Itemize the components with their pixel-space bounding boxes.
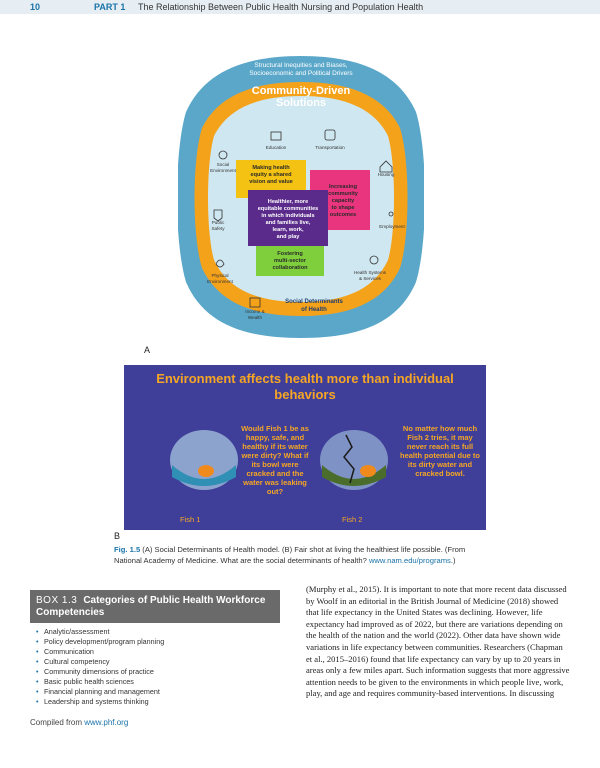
figure-label-b: B bbox=[114, 531, 121, 541]
svg-text:equitable communities: equitable communities bbox=[258, 206, 319, 212]
det-employment: Employment bbox=[379, 224, 405, 229]
fish1-label: Fish 1 bbox=[180, 515, 201, 524]
svg-text:Increasing: Increasing bbox=[329, 184, 358, 190]
caption-link[interactable]: www.nam.edu/programs bbox=[368, 556, 451, 565]
physical-env-icon bbox=[215, 259, 225, 268]
svg-text:Making health: Making health bbox=[252, 165, 290, 171]
svg-text:learn, work,: learn, work, bbox=[272, 227, 304, 233]
svg-text:Healthier, more: Healthier, more bbox=[268, 199, 308, 205]
fish2-label: Fish 2 bbox=[342, 515, 363, 524]
svg-text:multi-sector: multi-sector bbox=[274, 258, 307, 264]
source-link[interactable]: www.phf.org bbox=[84, 718, 129, 727]
banner-line-1: Community-Driven bbox=[252, 85, 351, 97]
center-label-2: of Health bbox=[301, 307, 327, 313]
part-label: PART 1 bbox=[94, 2, 126, 12]
det-social: Social bbox=[217, 162, 230, 167]
sdoh-model-figure: Structural Inequities and Biases, Socioe… bbox=[178, 56, 424, 338]
box-number: BOX 1.3 bbox=[36, 595, 78, 606]
fish1-text: Would Fish 1 be as happy, safe, and heal… bbox=[241, 424, 309, 496]
svg-text:and play: and play bbox=[277, 234, 301, 240]
list-item: Analytic/assessment bbox=[36, 627, 280, 637]
outer-ring-label-1: Structural Inequities and Biases, bbox=[254, 62, 347, 69]
caption-fig-number: Fig. 1.5 bbox=[114, 545, 141, 554]
fish1-icon bbox=[198, 465, 214, 477]
svg-text:Environment: Environment bbox=[207, 279, 234, 284]
employment-icon bbox=[388, 211, 394, 217]
svg-text:Environment: Environment bbox=[210, 168, 237, 173]
fishbowl-panel: Environment affects health more than ind… bbox=[124, 365, 486, 530]
svg-text:in which individuals: in which individuals bbox=[261, 213, 314, 219]
block-purple bbox=[248, 190, 328, 246]
figure-label-a: A bbox=[144, 345, 151, 355]
education-icon bbox=[270, 131, 282, 141]
det-health-systems: Health Systems bbox=[354, 270, 387, 275]
health-systems-icon bbox=[369, 255, 379, 265]
box-source: Compiled from www.phf.org bbox=[30, 718, 129, 727]
fish1-bowl bbox=[170, 430, 238, 490]
outer-ring-label-2: Socioeconomic and Political Drivers bbox=[249, 70, 353, 77]
list-item: Leadership and systems thinking bbox=[36, 697, 280, 707]
svg-text:& Services: & Services bbox=[359, 276, 382, 281]
transportation-icon bbox=[324, 129, 336, 141]
list-item: Financial planning and management bbox=[36, 687, 280, 697]
competency-list: Analytic/assessment Policy development/p… bbox=[30, 627, 280, 707]
public-safety-icon bbox=[213, 209, 223, 222]
list-item: Basic public health sciences bbox=[36, 677, 280, 687]
fish2-text: No matter how much Fish 2 tries, it may … bbox=[400, 424, 480, 478]
svg-text:to shape: to shape bbox=[331, 205, 354, 211]
det-transportation: Transportation bbox=[315, 145, 345, 150]
fishbowl-illustration bbox=[170, 430, 388, 490]
svg-text:equity a shared: equity a shared bbox=[250, 172, 292, 178]
det-education: Education bbox=[266, 145, 287, 150]
svg-text:community: community bbox=[328, 191, 359, 197]
housing-icon bbox=[379, 160, 393, 173]
svg-text:Fostering: Fostering bbox=[277, 251, 303, 257]
income-icon bbox=[249, 297, 261, 308]
svg-text:collaboration: collaboration bbox=[272, 265, 308, 271]
part-title: The Relationship Between Public Health N… bbox=[138, 2, 424, 12]
svg-text:capacity: capacity bbox=[332, 198, 355, 204]
running-header: 10 PART 1 The Relationship Between Publi… bbox=[0, 0, 600, 14]
det-housing: Housing bbox=[378, 172, 395, 177]
figure-caption: Fig. 1.5 (A) Social Determinants of Heal… bbox=[114, 545, 466, 565]
panel-title: Environment affects health more than ind… bbox=[156, 371, 454, 402]
det-public-safety: Public bbox=[212, 220, 225, 225]
box-title: Categories of Public Health Workforce Co… bbox=[36, 595, 266, 618]
page-number: 10 bbox=[30, 2, 41, 12]
block-green bbox=[256, 246, 324, 276]
svg-text:Wealth: Wealth bbox=[248, 315, 263, 320]
list-item: Community dimensions of practice bbox=[36, 667, 280, 677]
det-physical: Physical bbox=[211, 273, 228, 278]
svg-text:and families live,: and families live, bbox=[266, 220, 311, 226]
banner-line-2: Solutions bbox=[276, 97, 326, 109]
list-item: Communication bbox=[36, 647, 280, 657]
body-paragraph: (Murphy et al., 2015). It is important t… bbox=[306, 584, 570, 699]
center-label-1: Social Determinants bbox=[285, 299, 343, 305]
social-icon bbox=[218, 150, 228, 160]
list-item: Cultural competency bbox=[36, 657, 280, 667]
svg-text:vision and value: vision and value bbox=[249, 179, 293, 185]
crack-icon bbox=[343, 434, 355, 484]
fish2-icon bbox=[360, 465, 376, 477]
svg-text:Safety: Safety bbox=[211, 226, 225, 231]
svg-text:outcomes: outcomes bbox=[330, 212, 356, 218]
det-income: Income & bbox=[245, 309, 264, 314]
list-item: Policy development/program planning bbox=[36, 637, 280, 647]
